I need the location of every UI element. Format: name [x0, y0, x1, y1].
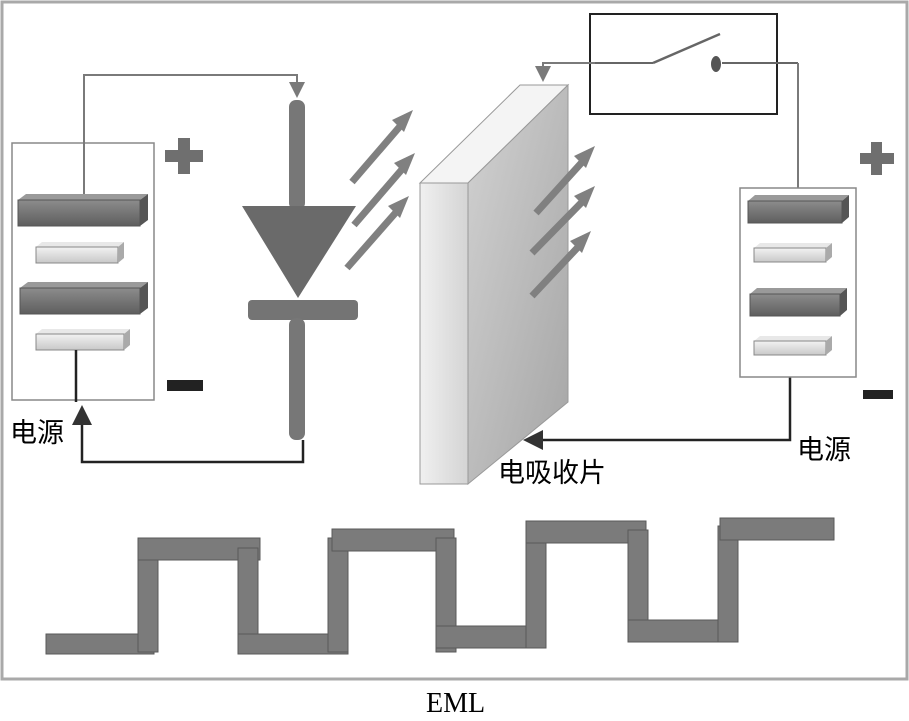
switch-lever: [652, 32, 721, 65]
electro-absorber: [418, 83, 570, 486]
right-power-source: [739, 142, 894, 399]
right-plate-light-2: [753, 340, 827, 356]
laser-diode: [242, 100, 358, 440]
absorber-light-arrows: [529, 146, 595, 299]
diode-bar: [248, 300, 358, 320]
outer-frame: [0, 0, 909, 681]
left-power-label: 电源: [10, 418, 64, 449]
diode-bottom-lead: [289, 318, 305, 440]
wire-source-to-absorber: [523, 358, 792, 450]
left-plate-dark-2: [19, 287, 141, 315]
left-plate-dark-1: [17, 199, 141, 227]
left-plate-light-1: [35, 246, 119, 264]
left-minus-sign: [167, 380, 203, 391]
right-minus-sign: [863, 390, 893, 399]
right-plate-dark-1: [747, 200, 843, 224]
absorber-label: 电吸收片: [498, 458, 606, 489]
square-waveform: [45, 517, 835, 655]
left-plus-sign: [165, 138, 203, 174]
wire-switch-to-absorber: [535, 62, 595, 82]
right-power-label: 电源: [797, 435, 851, 466]
switch: [589, 13, 798, 115]
wire-source-to-diode: [83, 74, 305, 194]
left-plate-light-2: [35, 333, 125, 351]
right-plate-dark-2: [749, 293, 841, 317]
diode-top-lead: [289, 100, 305, 210]
figure-caption: EML: [426, 688, 486, 719]
wire-diode-to-source: [72, 405, 305, 464]
right-plus-sign: [860, 142, 894, 175]
right-plate-light-1: [753, 247, 827, 263]
diode-triangle: [242, 206, 356, 298]
diode-light-arrows: [344, 110, 415, 271]
left-power-source: [11, 138, 203, 401]
switch-contact: [711, 56, 721, 72]
absorber-front: [419, 182, 469, 485]
